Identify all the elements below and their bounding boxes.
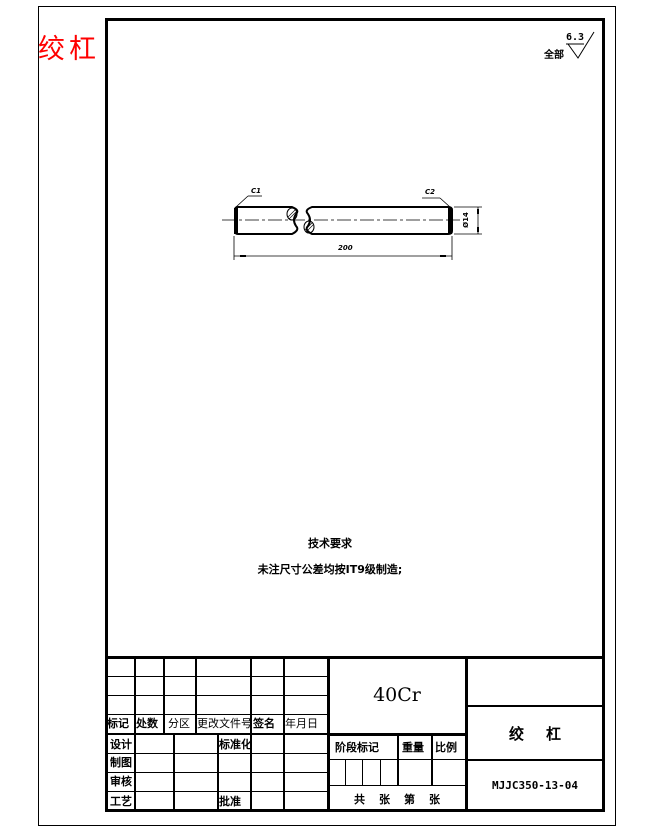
- roughness-value: 6.3: [566, 32, 585, 43]
- label-review: 审核: [110, 775, 132, 788]
- sheet-index-label: 第: [404, 792, 415, 806]
- side-title: 绞杠: [38, 34, 100, 65]
- material-value: 40Cr: [373, 684, 421, 706]
- diameter-dimension: Ø14: [461, 212, 470, 228]
- technical-requirement-item: 未注尺寸公差均按IT9级制造;: [257, 563, 403, 576]
- part-drawing: C1 C2 200 Ø14: [220, 180, 500, 265]
- surface-roughness-symbol: 全部 6.3: [544, 30, 604, 61]
- header-signature: 签名: [253, 717, 275, 730]
- sheet-count: 共 张 第 张: [328, 786, 466, 811]
- roughness-scope-label: 全部: [544, 50, 564, 61]
- sheet-total-label: 共: [354, 792, 365, 806]
- header-mark: 标记: [107, 717, 129, 730]
- part-name: 绞杠: [508, 724, 583, 743]
- label-weight: 重量: [402, 741, 424, 754]
- drawing-frame: [105, 18, 605, 812]
- chamfer-left-label: C1: [251, 187, 262, 195]
- chamfer-right-label: C2: [425, 188, 436, 196]
- technical-requirements-title: 技术要求: [308, 537, 352, 550]
- shaft-drawing-icon: [222, 195, 482, 260]
- label-standardization: 标准化: [219, 738, 252, 751]
- length-dimension: 200: [338, 244, 353, 252]
- label-stage-mark: 阶段标记: [335, 741, 379, 754]
- sheet-unit-label-2: 张: [429, 792, 440, 806]
- label-drafting: 制图: [110, 756, 132, 769]
- roughness-check-icon: [566, 31, 595, 59]
- header-zone: 分区: [168, 717, 190, 730]
- outer-border: [38, 6, 616, 826]
- label-design: 设计: [110, 738, 132, 751]
- header-change-doc: 更改文件号: [197, 717, 252, 730]
- header-date: 年月日: [285, 717, 318, 730]
- label-process: 工艺: [110, 795, 132, 808]
- drawing-number: MJJC350-13-04: [491, 779, 579, 792]
- label-approval: 批准: [219, 795, 241, 808]
- sheet-unit-label: 张: [379, 792, 390, 806]
- header-count: 处数: [136, 717, 158, 730]
- title-block: 标记 处数 分区 更改文件号 签名 年月日 设计 标准化 制图 审核 工艺 批准…: [106, 656, 604, 811]
- label-scale: 比例: [435, 741, 457, 754]
- technical-requirements: 技术要求 未注尺寸公差均按IT9级制造;: [230, 535, 430, 577]
